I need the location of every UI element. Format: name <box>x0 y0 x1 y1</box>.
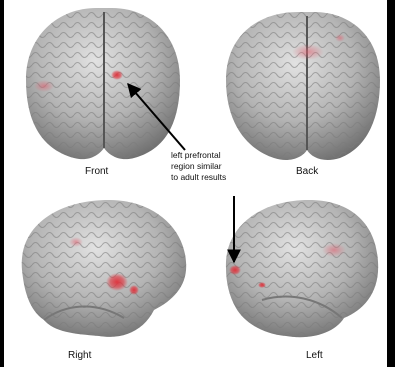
annotation-text: left prefrontal region similar to adult … <box>171 150 226 183</box>
activation-spot <box>34 80 54 92</box>
label-back: Back <box>296 166 318 177</box>
annotation-line: left prefrontal <box>171 150 226 161</box>
front-view-brain <box>26 8 180 159</box>
figure-panel: Front Back Right Left left prefrontal re… <box>4 0 387 367</box>
activation-spot <box>129 285 139 295</box>
right-view-brain <box>22 200 186 337</box>
activation-spot <box>229 265 241 275</box>
activation-spot <box>335 34 345 42</box>
left-view-brain <box>226 200 378 337</box>
annotation-line: to adult results <box>171 172 226 183</box>
activation-spot <box>69 237 83 247</box>
brain-figure <box>4 0 387 367</box>
back-view-brain <box>226 12 380 160</box>
activation-spot <box>292 44 324 60</box>
annotation-line: region similar <box>171 161 226 172</box>
label-left: Left <box>306 350 323 361</box>
label-front: Front <box>85 166 108 177</box>
activation-spot <box>111 70 123 80</box>
activation-spot <box>258 282 266 288</box>
activation-spot <box>106 273 128 291</box>
label-right: Right <box>68 350 91 361</box>
activation-spot <box>322 243 346 257</box>
